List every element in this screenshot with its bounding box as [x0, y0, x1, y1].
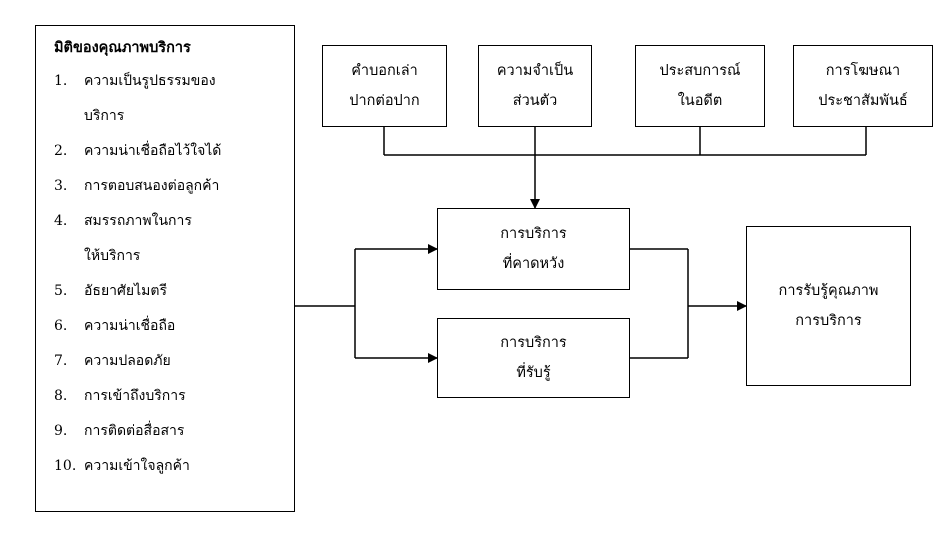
- dimension-item: 5.อัธยาศัยไมตรี: [54, 283, 167, 299]
- expected-service-box: การบริการ ที่คาดหวัง: [437, 208, 630, 290]
- perceived-service-box: การบริการ ที่รับรู้: [437, 318, 630, 398]
- dimension-item: 3.การตอบสนองต่อลูกค้า: [54, 178, 220, 194]
- dimension-item: 2.ความน่าเชื่อถือไว้ใจได้: [54, 143, 222, 159]
- dimension-item: 8.การเข้าถึงบริการ: [54, 388, 186, 404]
- service-quality-dimensions-box: มิติของคุณภาพบริการ 1.ความเป็นรูปธรรมของ…: [35, 25, 295, 512]
- dimension-item: 1.ความเป็นรูปธรรมของบริการ: [54, 73, 216, 124]
- perceived-service-quality-box: การรับรู้คุณภาพ การบริการ: [746, 226, 911, 386]
- dimensions-list: 1.ความเป็นรูปธรรมของบริการ 2.ความน่าเชื่…: [54, 64, 294, 484]
- input-personal-needs-box: ความจำเป็น ส่วนตัว: [478, 45, 592, 127]
- input-past-experience-box: ประสบการณ์ ในอดีต: [635, 45, 765, 127]
- dimension-item: 9.การติดต่อสื่อสาร: [54, 423, 185, 439]
- dimension-item: 6.ความน่าเชื่อถือ: [54, 318, 176, 334]
- dimensions-title: มิติของคุณภาพบริการ: [54, 39, 191, 56]
- input-word-of-mouth-box: คำบอกเล่า ปากต่อปาก: [322, 45, 447, 127]
- input-advertising-box: การโฆษณา ประชาสัมพันธ์: [793, 45, 933, 127]
- dimension-item: 10.ความเข้าใจลูกค้า: [54, 458, 190, 474]
- dimension-item: 7.ความปลอดภัย: [54, 353, 171, 369]
- dimension-item: 4.สมรรถภาพในการให้บริการ: [54, 213, 192, 264]
